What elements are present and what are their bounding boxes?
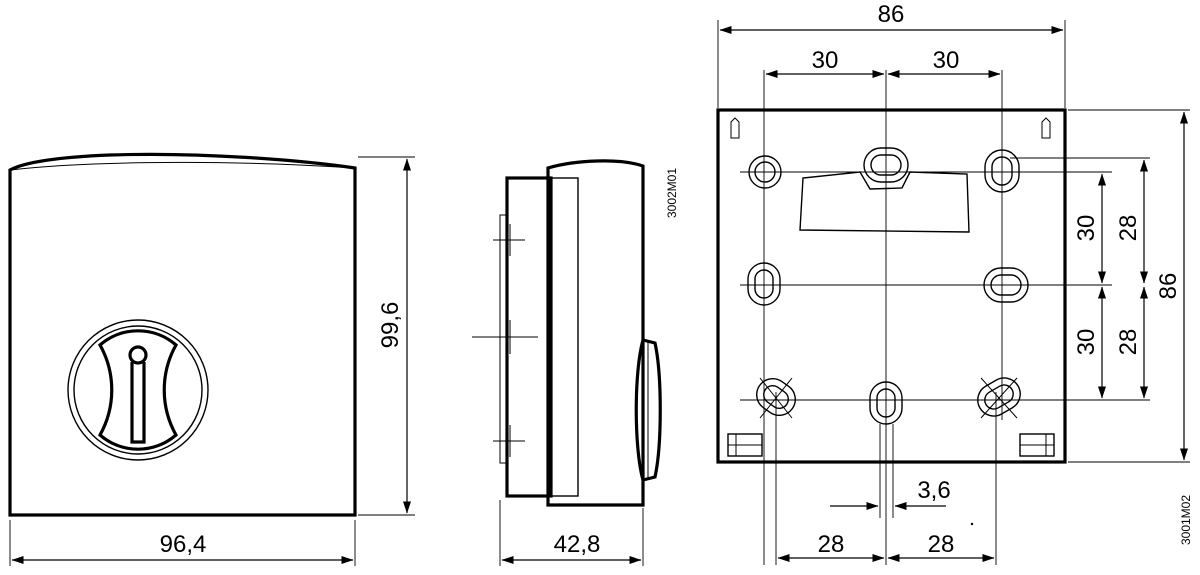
vertical-30-upper-label: 30 (1073, 215, 1100, 242)
knob-pointer-head (128, 345, 148, 365)
front-housing-outline (8, 152, 357, 517)
mounting-hole-bottom-right (977, 377, 1021, 417)
side-depth-label: 42,8 (554, 531, 601, 558)
bottom-spacing-right-label: 28 (928, 531, 955, 558)
mounting-hole-bottom-center (869, 381, 903, 425)
side-cover-rim (550, 177, 579, 497)
hole-spacing-right-label: 30 (933, 47, 960, 74)
side-knob-profile (634, 338, 662, 482)
hole-spacing-left-label: 30 (812, 47, 839, 74)
front-housing-top-edge (9, 161, 356, 171)
bottom-spacing-left-label: 28 (818, 531, 845, 558)
side-wall-lip (499, 214, 508, 464)
knob-bezel-inner (73, 325, 203, 455)
mounting-hole-top-right (984, 149, 1020, 193)
label-recess (799, 171, 970, 233)
mounting-hole-top-left (748, 155, 782, 189)
back-view: 86 30 30 30 30 28 28 86 3,6 28 28 3001M0… (716, 1, 1193, 565)
side-view: 42,8 3002M01 (472, 159, 679, 566)
corner-clip-top-left (730, 117, 740, 139)
mounting-hole-middle-left (747, 262, 781, 306)
knob-pointer (130, 362, 146, 444)
mounting-hole-top-center (863, 147, 909, 183)
front-view: 96,4 99,6 (8, 152, 415, 566)
side-cover-body (546, 159, 645, 507)
bottom-left-hole-hatch-b (759, 377, 793, 419)
vertical-30-lower-label: 30 (1073, 329, 1100, 356)
bottom-right-hole-hatch-b (980, 377, 1018, 419)
knob-bezel-outer (67, 319, 209, 461)
slot-width-label: 3,6 (917, 477, 950, 504)
back-overall-width-label: 86 (878, 1, 905, 28)
drawing-speck (970, 522, 974, 526)
corner-tab-bottom-right (1019, 433, 1055, 457)
corner-tab-bottom-left (727, 433, 763, 457)
knob-grip (97, 329, 179, 451)
vertical-28-upper-label: 28 (1115, 215, 1142, 242)
back-overall-height-label: 86 (1155, 273, 1182, 300)
mounting-hole-middle-right (983, 267, 1029, 303)
corner-clip-top-right (1041, 117, 1051, 139)
side-drawing-code: 3002M01 (665, 168, 679, 218)
front-width-label: 96,4 (160, 531, 207, 558)
back-drawing-code: 3001M02 (1179, 495, 1193, 545)
vertical-28-lower-label: 28 (1115, 329, 1142, 356)
front-height-label: 99,6 (377, 302, 404, 349)
back-plate-outline (716, 108, 1067, 464)
